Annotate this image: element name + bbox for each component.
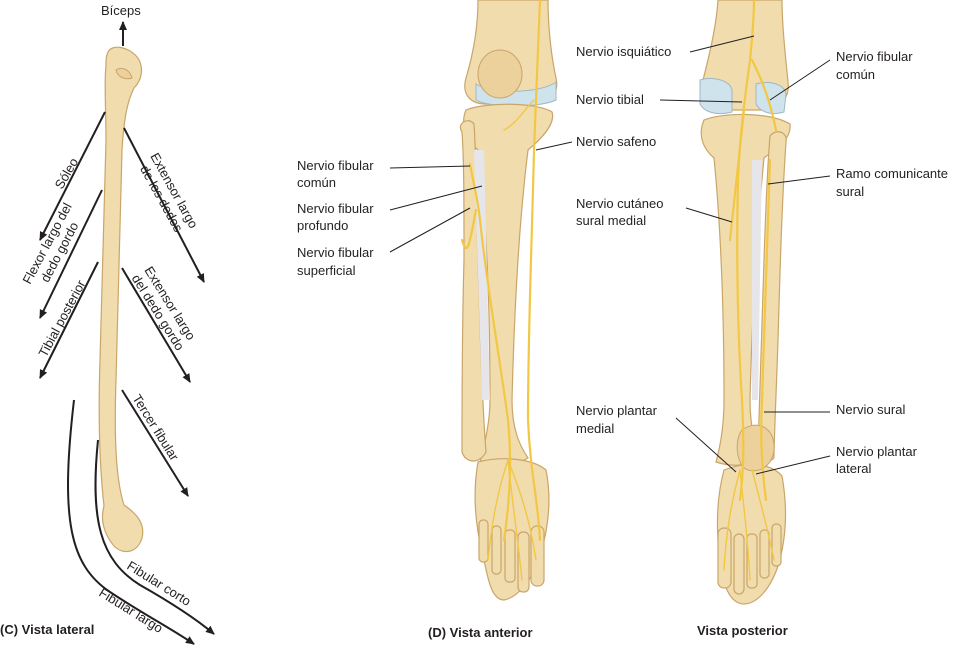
fibula-posterior <box>757 131 787 463</box>
membrane-posterior <box>752 160 762 400</box>
leader-plantar-medial <box>675 417 737 473</box>
arrow-soleo <box>39 111 106 241</box>
label-tibial-posterior: Tibial posterior <box>35 277 88 359</box>
label-soleo: Sóleo <box>52 155 82 191</box>
label-fibular-corto: Fibular corto <box>124 558 193 609</box>
toes-posterior <box>717 523 782 595</box>
label-tibial: Nervio tibial <box>576 92 644 107</box>
label-ramo-1: Ramo comunicante <box>836 166 948 181</box>
cutaneo-sural-medial-nerve <box>728 108 746 242</box>
knee-branch-anterior <box>503 99 535 131</box>
toe-a1 <box>478 519 489 563</box>
labels-panel-d: Nervio fibular común Nervio fibular prof… <box>297 44 948 640</box>
label-fibular-comun-a2: común <box>297 175 336 190</box>
fibular-superficial-nerve <box>460 208 478 249</box>
cartilage-posterior-left <box>699 77 733 115</box>
arrow-tibial-posterior <box>39 261 99 379</box>
isquiatico-nerve <box>748 0 756 62</box>
leader-cutaneo <box>685 207 733 223</box>
label-tercer-fibular: Tercer fibular <box>129 392 182 464</box>
patella <box>477 49 523 99</box>
arrow-fibular-corto <box>94 439 215 635</box>
label-fibular-largo: Fibular largo <box>96 585 165 636</box>
label-ext-dedos: Extensor largo de los dedos <box>137 150 201 235</box>
calcaneus-posterior <box>736 424 775 472</box>
caption-vista-posterior: Vista posterior <box>697 623 788 638</box>
leg-anterior <box>459 0 558 601</box>
arrow-ext-gordo <box>121 267 191 383</box>
label-fibular-comun-a1: Nervio fibular <box>297 158 374 173</box>
fibula-anterior <box>459 120 487 462</box>
safeno-nerve-anterior <box>526 0 542 542</box>
leader-fibular-comun-a <box>389 165 471 169</box>
label-plantar-medial-2: medial <box>576 421 614 436</box>
leader-isquiatico <box>689 35 755 53</box>
leader-fibular-profundo <box>389 185 483 211</box>
toe-p5 <box>771 523 782 567</box>
leader-fibular-superficial <box>389 207 471 253</box>
dorsal-foot-nerves-anterior <box>487 459 537 581</box>
leader-ramo <box>767 175 831 185</box>
arrow-tercer-fibular <box>121 389 189 497</box>
label-sural: Nervio sural <box>836 402 905 417</box>
sural-nerve <box>760 158 772 502</box>
label-isquiatico: Nervio isquiático <box>576 44 671 59</box>
toe-a4 <box>517 531 530 593</box>
label-biceps: Bíceps <box>101 3 141 18</box>
cartilage-posterior-right <box>755 81 787 115</box>
label-fibular-comun-p1: Nervio fibular <box>836 49 913 64</box>
fibular-profundo-nerve <box>478 218 512 542</box>
arrow-fibular-largo <box>67 399 195 645</box>
label-ramo-2: sural <box>836 184 864 199</box>
label-fibular-superficial-1: Nervio fibular <box>297 245 374 260</box>
fibular-comun-nerve-anterior <box>468 162 482 222</box>
label-fibular-profundo-1: Nervio fibular <box>297 201 374 216</box>
fibula-bone <box>98 46 144 553</box>
toe-a3 <box>504 529 516 583</box>
label-fibular-profundo-2: profundo <box>297 218 348 233</box>
toe-p2 <box>733 533 745 595</box>
toe-a2 <box>491 525 502 575</box>
leader-tibial <box>659 99 743 103</box>
label-fibular-superficial-2: superficial <box>297 263 356 278</box>
fibular-comun-nerve-posterior <box>750 58 778 132</box>
leg-posterior <box>699 0 791 605</box>
label-plantar-lateral-1: Nervio plantar <box>836 444 918 459</box>
caption-vista-lateral: (C) Vista lateral <box>0 622 94 637</box>
label-plantar-medial-1: Nervio plantar <box>576 403 658 418</box>
label-safeno: Nervio safeno <box>576 134 656 149</box>
label-fibular-comun-p2: común <box>836 67 875 82</box>
label-plantar-lateral-2: lateral <box>836 461 872 476</box>
leader-safeno <box>535 141 573 151</box>
leader-plantar-lateral <box>755 455 831 475</box>
fibula-shading <box>115 67 133 80</box>
arrow-ext-dedos <box>123 127 205 283</box>
toe-p4 <box>759 529 770 579</box>
label-cutaneo-2: sural medial <box>576 213 646 228</box>
panel-c: Bíceps Sóleo Flexor largo del dedo gordo… <box>0 3 215 645</box>
toe-a5 <box>530 525 545 587</box>
toes-anterior <box>478 519 545 593</box>
leader-lines <box>389 35 831 475</box>
caption-vista-anterior: (D) Vista anterior <box>428 625 533 640</box>
plantar-nerves-posterior <box>723 469 775 581</box>
leader-fibular-comun-p <box>769 59 831 101</box>
label-cutaneo-1: Nervio cutáneo <box>576 196 663 211</box>
arrow-flexor <box>39 189 103 319</box>
